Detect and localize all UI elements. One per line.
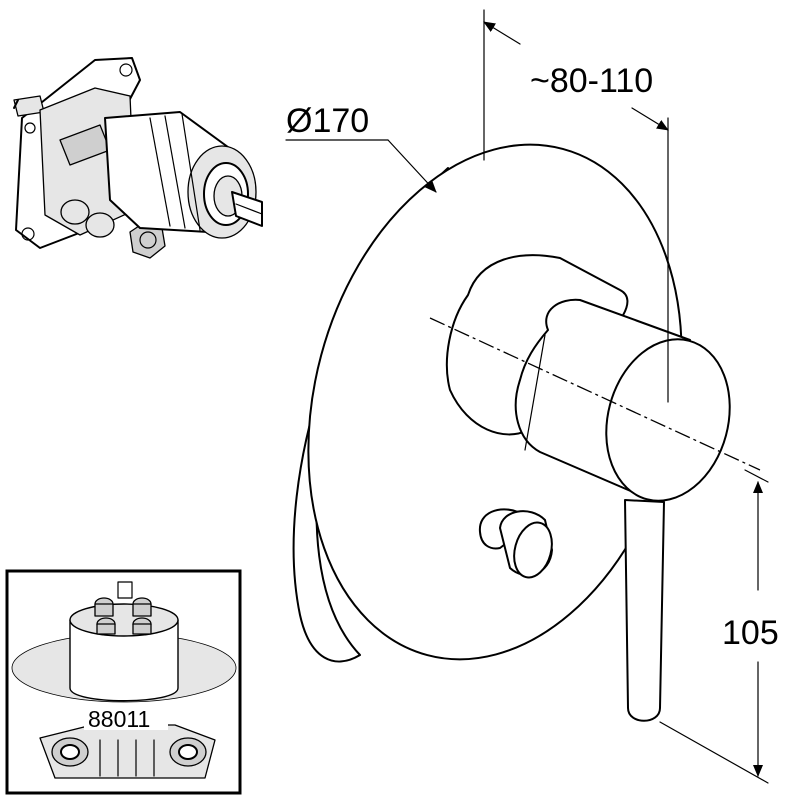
diameter-dimension: Ø170	[285, 102, 437, 193]
rough-in-set-inset: 88011	[5, 569, 242, 795]
concealed-valve-body-illustration	[13, 57, 263, 259]
diameter-label: Ø170	[286, 102, 369, 140]
projection-dimension: ~80-110	[483, 9, 669, 403]
height-label: 105	[722, 614, 779, 652]
part-number-label: 88011	[88, 706, 150, 732]
diverter-knob	[478, 508, 553, 579]
center-line	[429, 317, 761, 471]
projection-label: ~80-110	[530, 62, 653, 100]
height-dimension: 105	[659, 469, 779, 784]
